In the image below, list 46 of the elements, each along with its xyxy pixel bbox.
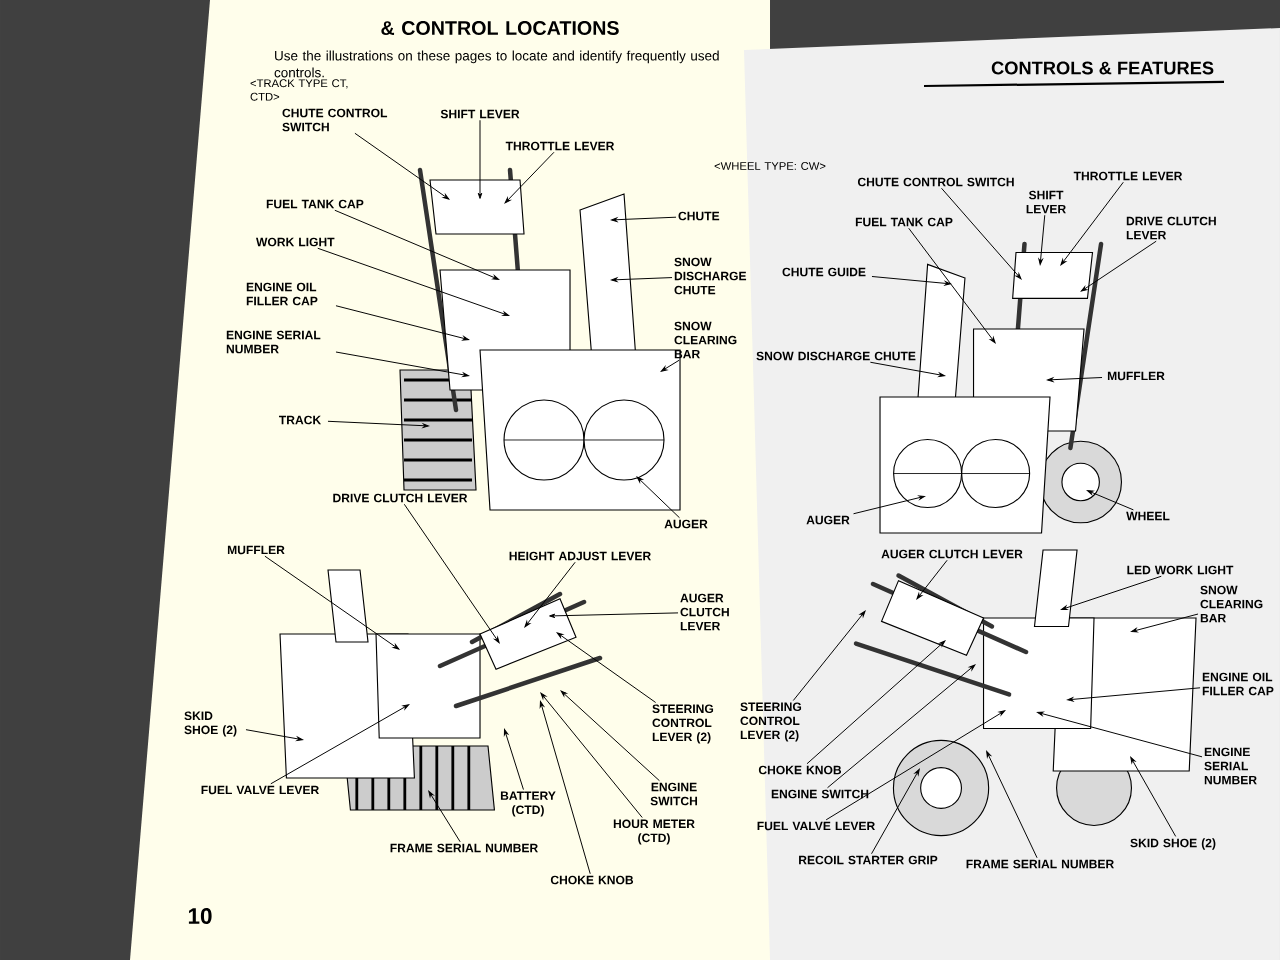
- leader-line: [806, 640, 946, 765]
- leader-line: [245, 729, 303, 741]
- leader-line: [556, 632, 657, 703]
- leader-line: [1038, 214, 1046, 265]
- leader-line: [1080, 240, 1157, 292]
- leader-line: [827, 664, 976, 789]
- page-number: 10: [188, 908, 212, 924]
- leader-line: [1060, 181, 1124, 266]
- leader-line: [1131, 613, 1199, 633]
- leader-line: [869, 361, 945, 377]
- leader-line: [986, 750, 1038, 859]
- leader-line: [354, 132, 450, 200]
- leader-line: [941, 187, 1022, 280]
- leader-line: [477, 119, 483, 199]
- leader-line: [428, 790, 461, 843]
- leader-line: [403, 503, 500, 644]
- leader-line: [540, 692, 643, 818]
- leader-line: [1067, 687, 1201, 702]
- leader-line: [871, 276, 951, 286]
- leader-line: [317, 247, 510, 316]
- leader-line: [908, 227, 996, 344]
- leader-line: [1047, 377, 1103, 382]
- leader-line: [549, 612, 679, 619]
- leader-line: [825, 710, 1006, 821]
- leader-line: [1086, 490, 1134, 511]
- leader-line: [264, 555, 400, 650]
- leader-line: [327, 420, 429, 428]
- leader-line: [611, 216, 677, 222]
- page-heading: CONTROLS & FEATURES: [991, 61, 1214, 75]
- leader-line: [871, 768, 920, 855]
- leader-line: [503, 729, 524, 791]
- leader-line: [334, 209, 500, 280]
- leader-line: [1061, 575, 1162, 610]
- leader-line: [1130, 756, 1177, 837]
- leader-line: [504, 151, 555, 204]
- leader-line: [611, 277, 673, 282]
- section-heading: & CONTROL LOCATIONS: [381, 21, 619, 35]
- leader-line: [524, 561, 576, 628]
- leader-line: [539, 701, 591, 875]
- leader-line: [853, 495, 925, 515]
- leader-line: [560, 690, 660, 782]
- leader-line: [916, 559, 948, 600]
- leader-line: [335, 351, 469, 377]
- leader-line: [660, 359, 680, 372]
- leader-line: [335, 305, 469, 341]
- leader-line: [792, 610, 866, 701]
